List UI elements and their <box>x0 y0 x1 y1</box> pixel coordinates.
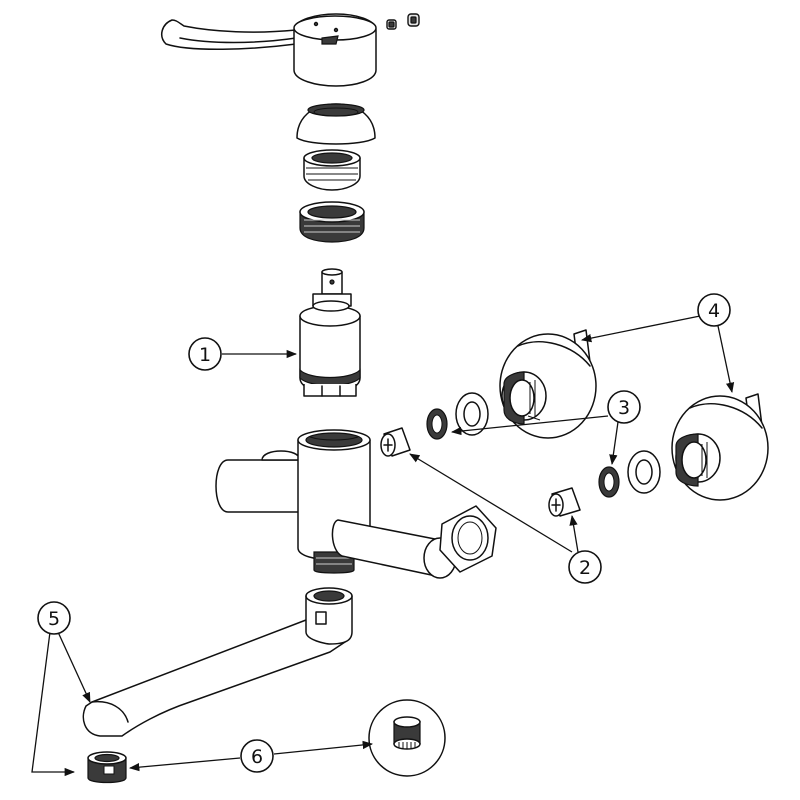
callout-6: 6 <box>240 739 274 773</box>
eccentric-union-lower-part <box>671 393 769 501</box>
callout-1-label: 1 <box>199 344 211 366</box>
check-valve-upper-part <box>380 427 411 457</box>
washer-upper-part <box>455 392 489 436</box>
lock-nut-part <box>299 201 365 243</box>
spout-part <box>82 587 353 737</box>
aerator-part <box>87 751 127 784</box>
mixer-body-part <box>215 429 497 579</box>
callout-4-label: 4 <box>708 300 720 322</box>
callout-2: 2 <box>568 550 602 584</box>
check-valve-lower-part <box>548 487 581 517</box>
washer-lower-part <box>627 450 661 494</box>
callout-2-label: 2 <box>579 557 591 579</box>
dome-cover-part <box>296 103 376 145</box>
aerator-detail-inset <box>368 699 446 777</box>
cartridge-part <box>299 268 361 397</box>
callout-3-label: 3 <box>618 397 630 419</box>
callout-4: 4 <box>697 293 731 327</box>
callout-5: 5 <box>37 601 71 635</box>
threaded-ring-part <box>303 149 361 191</box>
grub-screws-part <box>386 13 420 30</box>
lever-handle-part <box>161 13 377 87</box>
filter-screen-upper-part <box>426 408 448 440</box>
filter-screen-lower-part <box>598 466 620 498</box>
eccentric-union-upper-part <box>499 329 597 439</box>
callout-3: 3 <box>607 390 641 424</box>
callout-5-label: 5 <box>48 608 60 630</box>
leader-lines <box>31 315 735 777</box>
callout-6-label: 6 <box>251 746 263 768</box>
callout-1: 1 <box>188 337 222 371</box>
